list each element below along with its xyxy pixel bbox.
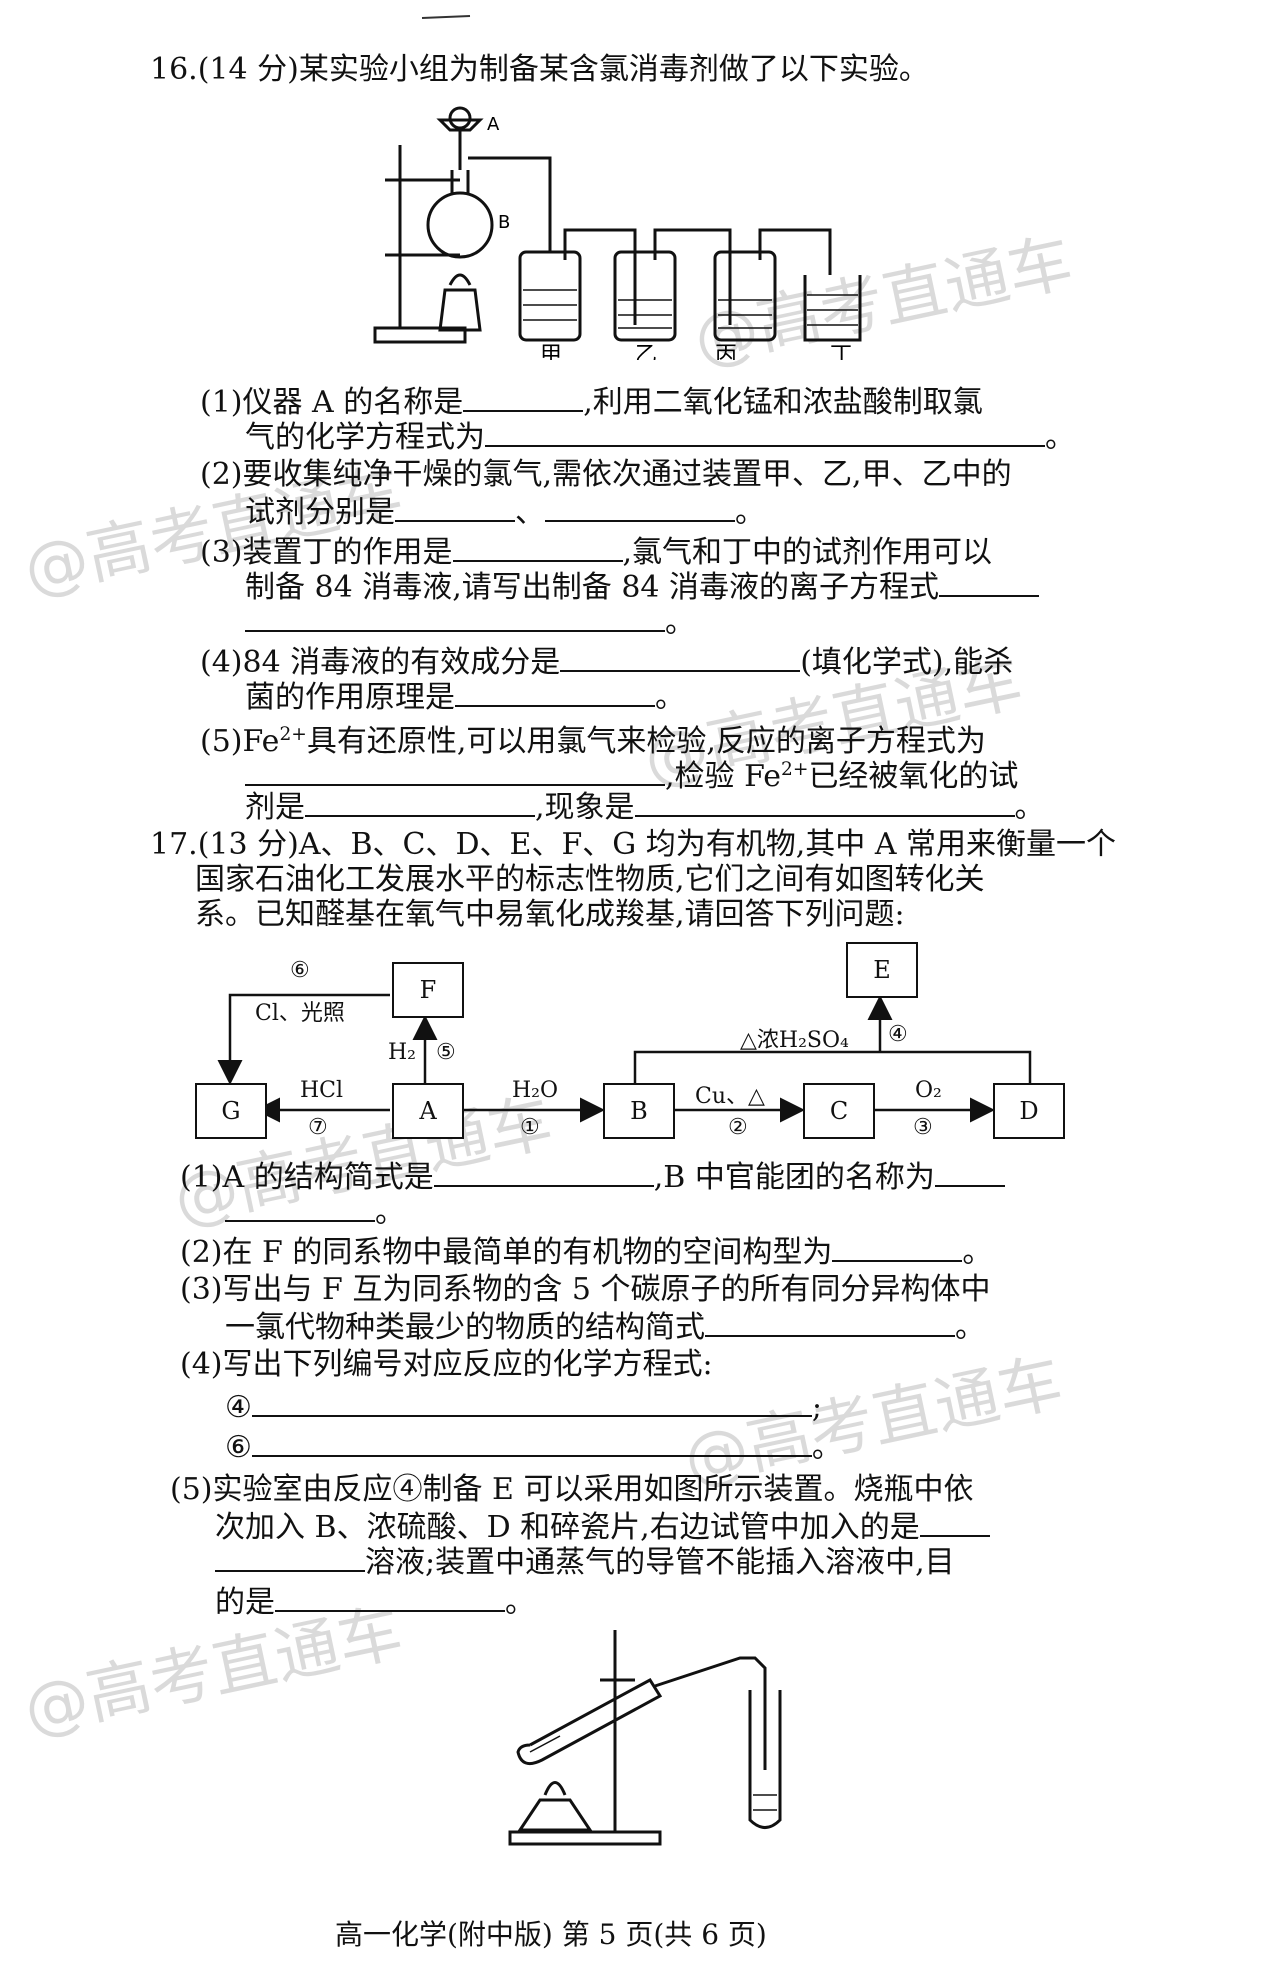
answer-blank[interactable] <box>275 1580 505 1612</box>
answer-blank[interactable] <box>215 1540 365 1572</box>
q17-p3-line2: 一氯代物种类最少的物质的结构简式。 <box>225 1305 985 1348</box>
answer-blank[interactable] <box>452 530 623 562</box>
node-D: D <box>993 1083 1065 1139</box>
answer-blank[interactable] <box>225 1190 375 1222</box>
answer-blank[interactable] <box>245 754 665 786</box>
reaction-6-reagent: Cl、光照 <box>255 1001 345 1026</box>
q16-header: 16.(14 分)某实验小组为制备某含氯消毒剂做了以下实验。 <box>150 52 929 87</box>
q17-p4-line1: (4)写出下列编号对应反应的化学方程式: <box>180 1347 713 1382</box>
label-jia: 甲 <box>540 343 562 360</box>
answer-blank[interactable] <box>463 380 584 412</box>
reaction-4-number: ④ <box>888 1022 908 1047</box>
answer-blank[interactable] <box>634 785 1015 817</box>
q16-p1-line2: 气的化学方程式为。 <box>245 415 1075 458</box>
reaction-1-reagent: H₂O <box>512 1078 559 1103</box>
q16-p4-line2: 菌的作用原理是。 <box>245 675 685 718</box>
reaction-1-number: ① <box>520 1115 540 1140</box>
q16-p4-line1: (4)84 消毒液的有效成分是(填化学式),能杀 <box>200 640 1013 683</box>
node-C: C <box>803 1083 875 1139</box>
q16-p2-line1: (2)要收集纯净干燥的氯气,需依次通过装置甲、乙,甲、乙中的 <box>200 457 1012 492</box>
node-A: A <box>392 1083 464 1139</box>
q17-p3-line1: (3)写出与 F 互为同系物的含 5 个碳原子的所有同分异构体中 <box>180 1272 991 1307</box>
answer-blank[interactable] <box>545 490 735 522</box>
answer-blank[interactable] <box>832 1230 963 1262</box>
answer-blank[interactable] <box>934 1155 1005 1187</box>
q16-p3-line2: 制备 84 消毒液,请写出制备 84 消毒液的离子方程式 <box>245 565 1040 608</box>
answer-blank[interactable] <box>305 785 535 817</box>
node-E: E <box>846 942 918 998</box>
q16-p5-line2: ,检验 Fe2+已经被氧化的试 <box>245 750 1018 797</box>
label-yi: 乙 <box>635 343 657 360</box>
q16-p1-line1: (1)仪器 A 的名称是,利用二氧化锰和浓盐酸制取氯 <box>200 380 983 423</box>
label-B: B <box>498 212 510 233</box>
ester-apparatus-diagram <box>508 1630 782 1846</box>
node-B: B <box>603 1083 675 1139</box>
q17-p5-line4: 的是。 <box>215 1580 535 1623</box>
answer-blank[interactable] <box>705 1305 955 1337</box>
answer-blank[interactable] <box>560 640 801 672</box>
q17-p4-line2: ④; <box>225 1385 822 1428</box>
q17-header-3: 系。已知醛基在氧气中易氧化成羧基,请回答下列问题: <box>195 897 905 932</box>
q17-header-2: 国家石油化工发展水平的标志性物质,它们之间有如图转化关 <box>195 862 985 897</box>
answer-blank[interactable] <box>939 565 1040 597</box>
q17-p4-line3: ⑥。 <box>225 1425 842 1468</box>
answer-blank[interactable] <box>245 600 665 632</box>
q16-p5-line1: (5)Fe2+具有还原性,可以用氯气来检验,反应的离子方程式为 <box>200 724 986 759</box>
label-bing: 丙 <box>715 343 737 360</box>
q16-p3-line1: (3)装置丁的作用是,氯气和丁中的试剂作用可以 <box>200 530 992 573</box>
top-mark <box>421 15 471 19</box>
page-footer: 高一化学(附中版) 第 5 页(共 6 页) <box>335 1918 767 1951</box>
q17-header-1: 17.(13 分)A、B、C、D、E、F、G 均为有机物,其中 A 常用来衡量一… <box>150 827 1117 862</box>
q17-p5-line3: 溶液;装置中通蒸气的导管不能插入溶液中,目 <box>215 1540 955 1583</box>
reaction-2-reagent: Cu、△ <box>695 1084 765 1109</box>
q17-p2: (2)在 F 的同系物中最简单的有机物的空间构型为。 <box>180 1230 992 1273</box>
q16-p2-line2: 试剂分别是、。 <box>245 490 765 533</box>
q17-p1-line1: (1)A 的结构简式是,B 中官能团的名称为 <box>180 1155 1005 1198</box>
answer-blank[interactable] <box>251 1425 812 1457</box>
answer-blank[interactable] <box>919 1505 990 1537</box>
reaction-7-number: ⑦ <box>308 1115 328 1140</box>
reaction-4-reagent: △浓H₂SO₄ <box>740 1028 849 1053</box>
reaction-3-number: ③ <box>913 1115 933 1140</box>
chlorine-apparatus-diagram: A B 甲 乙 丙 丁 <box>373 106 862 360</box>
reaction-6-number: ⑥ <box>290 958 310 983</box>
reaction-5-number: ⑤ <box>436 1040 456 1065</box>
answer-blank[interactable] <box>395 490 515 522</box>
label-ding: 丁 <box>830 343 852 360</box>
q16-p3-line3: 。 <box>245 600 695 643</box>
q17-p5-line1: (5)实验室由反应④制备 E 可以采用如图所示装置。烧瓶中依 <box>170 1472 974 1507</box>
answer-blank[interactable] <box>433 1155 654 1187</box>
answer-blank[interactable] <box>251 1385 812 1417</box>
node-G: G <box>195 1083 267 1139</box>
answer-blank[interactable] <box>485 415 1045 447</box>
reaction-5-reagent: H₂ <box>388 1040 417 1065</box>
answer-blank[interactable] <box>455 675 655 707</box>
reaction-7-reagent: HCl <box>300 1078 344 1103</box>
q17-p5-line2: 次加入 B、浓硫酸、D 和碎瓷片,右边试管中加入的是 <box>215 1505 990 1548</box>
reaction-2-number: ② <box>728 1115 748 1140</box>
q16-p5-line3: 剂是,现象是。 <box>245 785 1045 828</box>
node-F: F <box>392 962 464 1018</box>
reaction-3-reagent: O₂ <box>915 1078 942 1103</box>
q17-p1-line2: 。 <box>225 1190 405 1233</box>
conversion-arrows <box>217 993 1032 1123</box>
label-A: A <box>487 114 500 135</box>
